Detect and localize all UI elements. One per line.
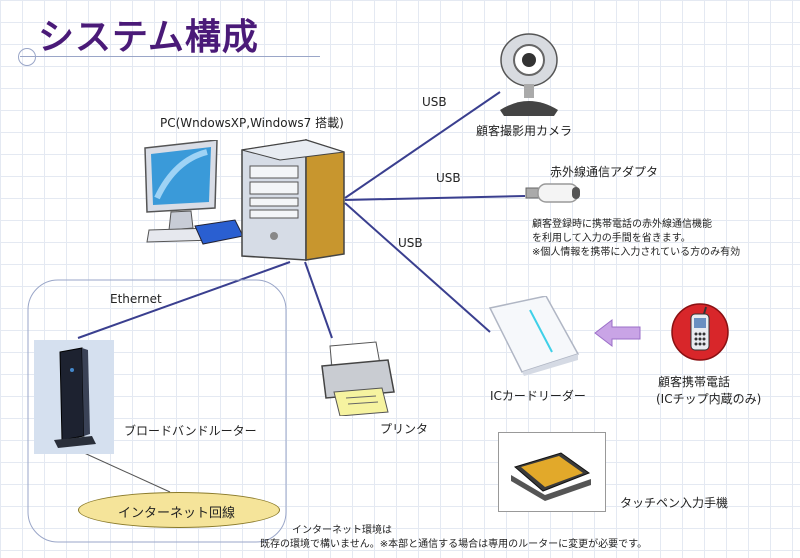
ir-note-line-1: 顧客登録時に携帯電話の赤外線通信機能 <box>532 219 712 230</box>
ir-note-line-2: を利用して入力の手間を省きます。 <box>532 233 691 244</box>
footer-line-2: 既存の環境で構いません。※本部と通信する場合は専用のルーターに変更が必要です。 <box>260 539 648 550</box>
usb-label-icreader: USB <box>398 236 423 250</box>
ir-adapter-icon <box>524 180 584 210</box>
pc-tower-icon <box>236 136 348 266</box>
title-underline <box>20 56 320 57</box>
page-title: システム構成 <box>38 17 259 58</box>
phone-label-line-1: 顧客携帯電話 <box>658 375 731 389</box>
network-area-box <box>27 279 287 543</box>
ir-note-line-3: ※個人情報を携帯に入力されている方のみ有効 <box>532 247 741 258</box>
printer-label: プリンタ <box>380 422 429 436</box>
monitor-icon <box>135 139 245 256</box>
router-label: ブロードバンドルーター <box>124 424 257 438</box>
line-pc-icreader <box>344 202 491 333</box>
footer-line-1: インターネット環境は <box>292 525 392 536</box>
touch-pen-device-frame <box>498 432 606 512</box>
usb-label-camera: USB <box>422 95 447 109</box>
title-marker <box>18 48 36 66</box>
webcam-icon <box>494 30 564 120</box>
line-pc-ir <box>344 195 526 201</box>
ic-card-reader-icon <box>486 295 582 380</box>
ethernet-label: Ethernet <box>110 292 162 306</box>
mobile-phone-icon <box>670 302 730 366</box>
internet-line-ellipse <box>78 492 280 528</box>
pc-label: PC(WndowsXP,Windows7 搭載) <box>160 116 344 130</box>
phone-label-line-2: (ICチップ内蔵のみ) <box>656 392 762 406</box>
line-pc-printer <box>304 261 333 339</box>
line-router-internet <box>81 451 171 493</box>
phone-to-reader-arrow <box>594 318 641 348</box>
line-pc-router <box>77 261 291 339</box>
ir-adapter-label: 赤外線通信アダプタ <box>550 165 659 179</box>
ic-reader-label: ICカードリーダー <box>490 389 586 403</box>
internet-label: インターネット回線 <box>118 506 236 521</box>
router-icon <box>34 340 114 458</box>
line-pc-camera <box>344 91 501 199</box>
touch-pen-label: タッチペン入力手機 <box>620 496 729 510</box>
tablet-pc-icon <box>511 452 591 501</box>
usb-label-ir: USB <box>436 171 461 185</box>
printer-icon <box>318 340 398 420</box>
camera-label: 顧客撮影用カメラ <box>476 124 573 138</box>
